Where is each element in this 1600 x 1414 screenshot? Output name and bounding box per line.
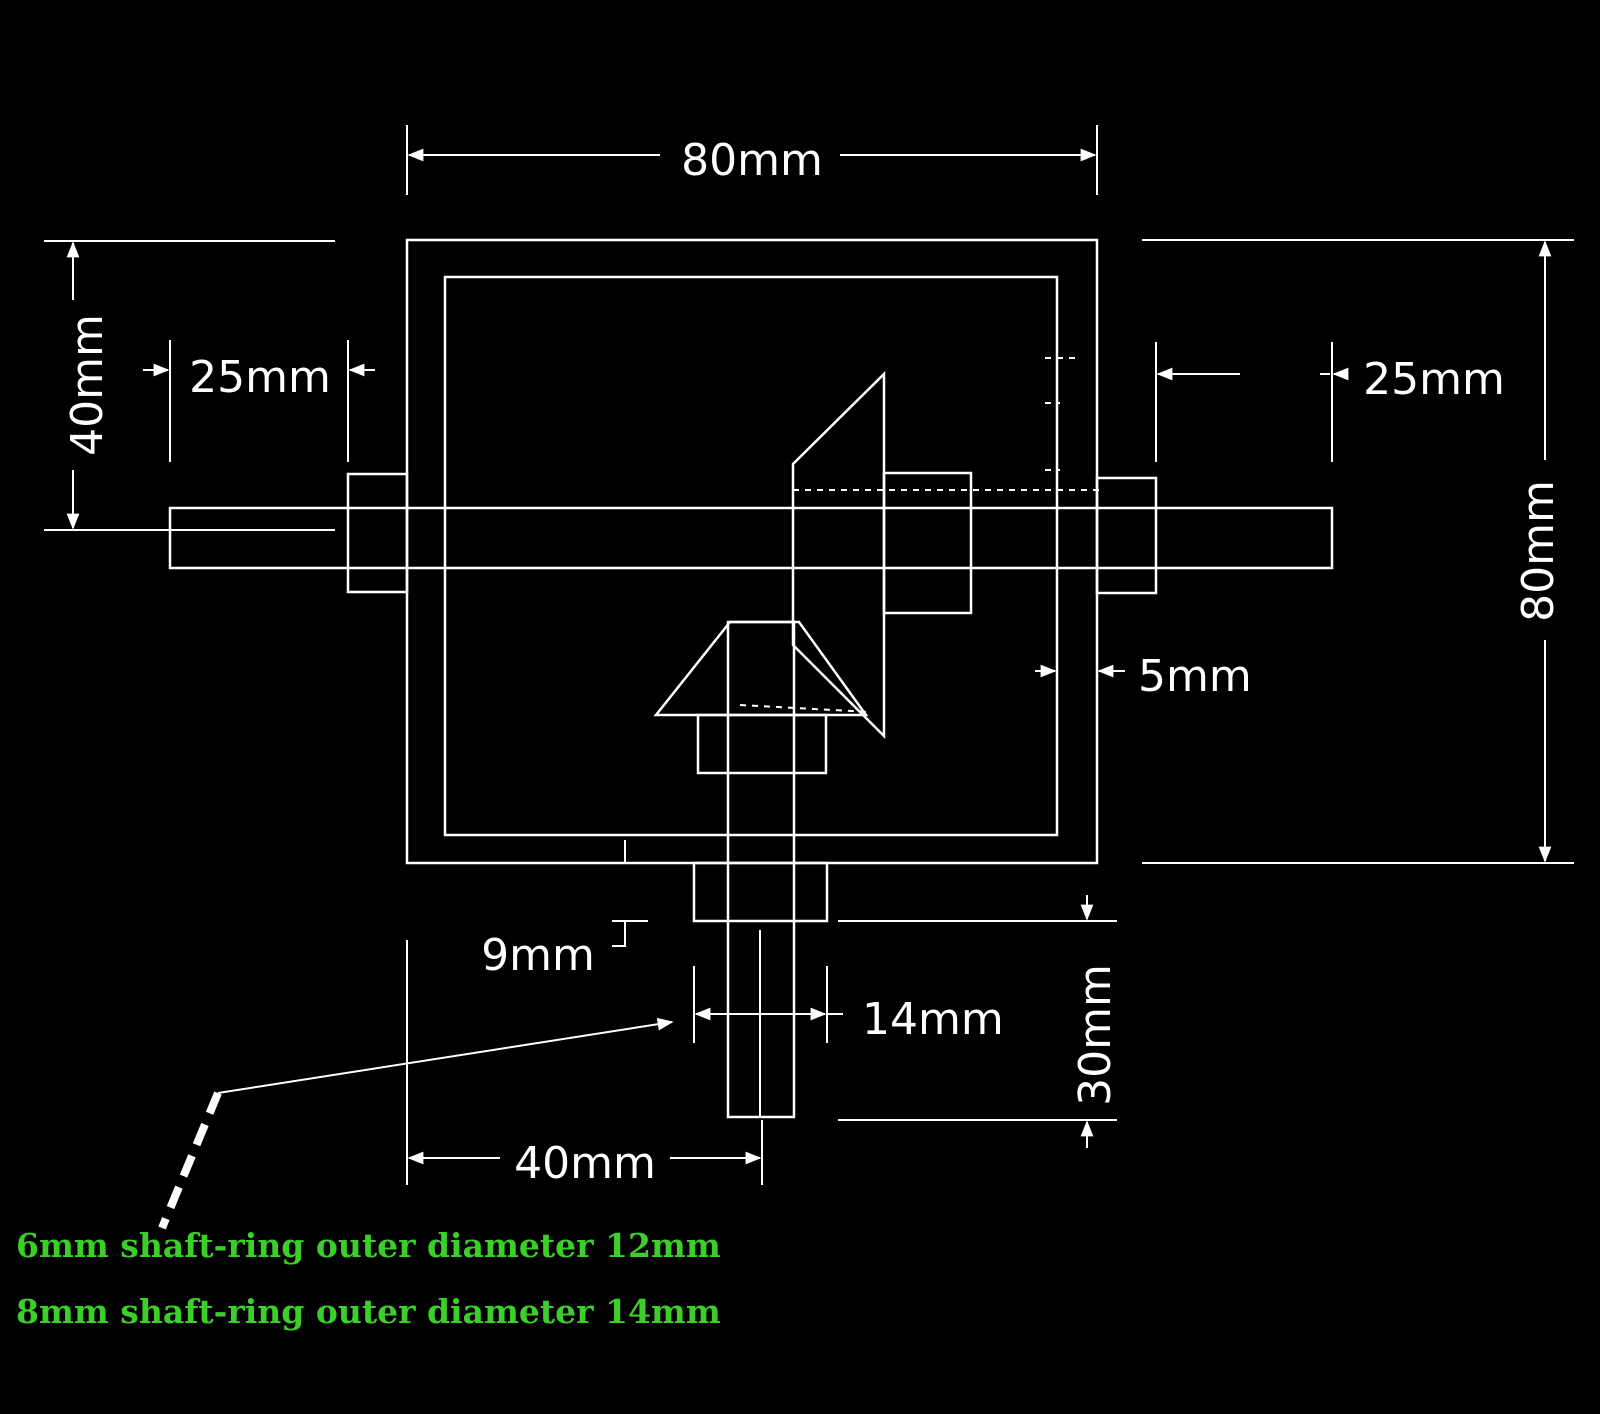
note-6mm-ring: 6mm shaft-ring outer diameter 12mm (16, 1226, 721, 1265)
dim-right-height: 80mm (1142, 239, 1574, 864)
bottom-bearing (692, 861, 829, 923)
dim-label-right-height: 80mm (1513, 480, 1564, 622)
left-bearing (346, 472, 409, 594)
dim-bottom-shaft: 30mm (838, 895, 1121, 1148)
dim-label-bottom-width: 14mm (862, 994, 1004, 1045)
bevel-gear-horizontal (791, 357, 1100, 740)
dim-right-shaft: 25mm (1155, 342, 1505, 462)
ring-leader (158, 1017, 674, 1230)
right-bearing (1095, 476, 1158, 595)
dim-left-height: 40mm (44, 240, 335, 531)
dim-label-left-shaft: 25mm (189, 352, 331, 403)
dim-label-right-shaft: 25mm (1363, 354, 1505, 405)
dim-label-collar: 9mm (481, 930, 595, 981)
dim-label-bottom-shaft: 30mm (1070, 964, 1121, 1106)
housing-inner (443, 275, 1059, 837)
housing-outer (405, 238, 1099, 865)
horizontal-shaft (168, 506, 1334, 570)
vertical-shaft (726, 620, 796, 1119)
dim-left-shaft: 25mm (143, 340, 375, 462)
dim-label-left-height: 40mm (62, 314, 113, 456)
dim-label-bottom-offset: 40mm (514, 1138, 656, 1189)
dim-wall: 5mm (1035, 651, 1252, 702)
gear-hub-right (882, 471, 973, 615)
bevel-gear-vertical (653, 620, 871, 775)
dim-label-top-width: 80mm (681, 135, 823, 186)
dim-bottom-width: 14mm (693, 966, 1004, 1045)
dim-bottom-offset: 40mm (406, 940, 763, 1189)
dim-label-wall: 5mm (1138, 651, 1252, 702)
note-8mm-ring: 8mm shaft-ring outer diameter 14mm (16, 1292, 721, 1331)
dim-top-width: 80mm (406, 125, 1098, 195)
dim-collar: 9mm (481, 920, 648, 981)
